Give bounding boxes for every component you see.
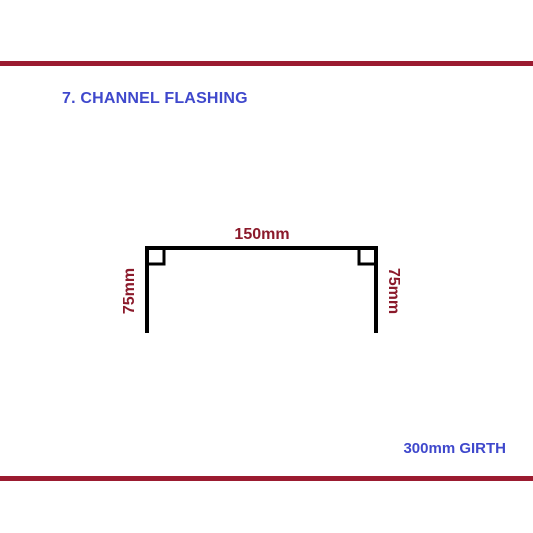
girth-label: 300mm GIRTH <box>403 440 506 457</box>
bottom-border-line <box>0 476 533 481</box>
left-dimension-label: 75mm <box>121 268 138 314</box>
drawing-title: 7. CHANNEL FLASHING <box>62 90 248 107</box>
top-border-line <box>0 61 533 66</box>
right-angle-marker-right <box>357 248 376 266</box>
flashing-profile <box>145 246 378 333</box>
top-dimension-label: 150mm <box>234 226 289 243</box>
right-dimension-label: 75mm <box>385 268 402 314</box>
right-angle-marker-left <box>147 248 166 266</box>
